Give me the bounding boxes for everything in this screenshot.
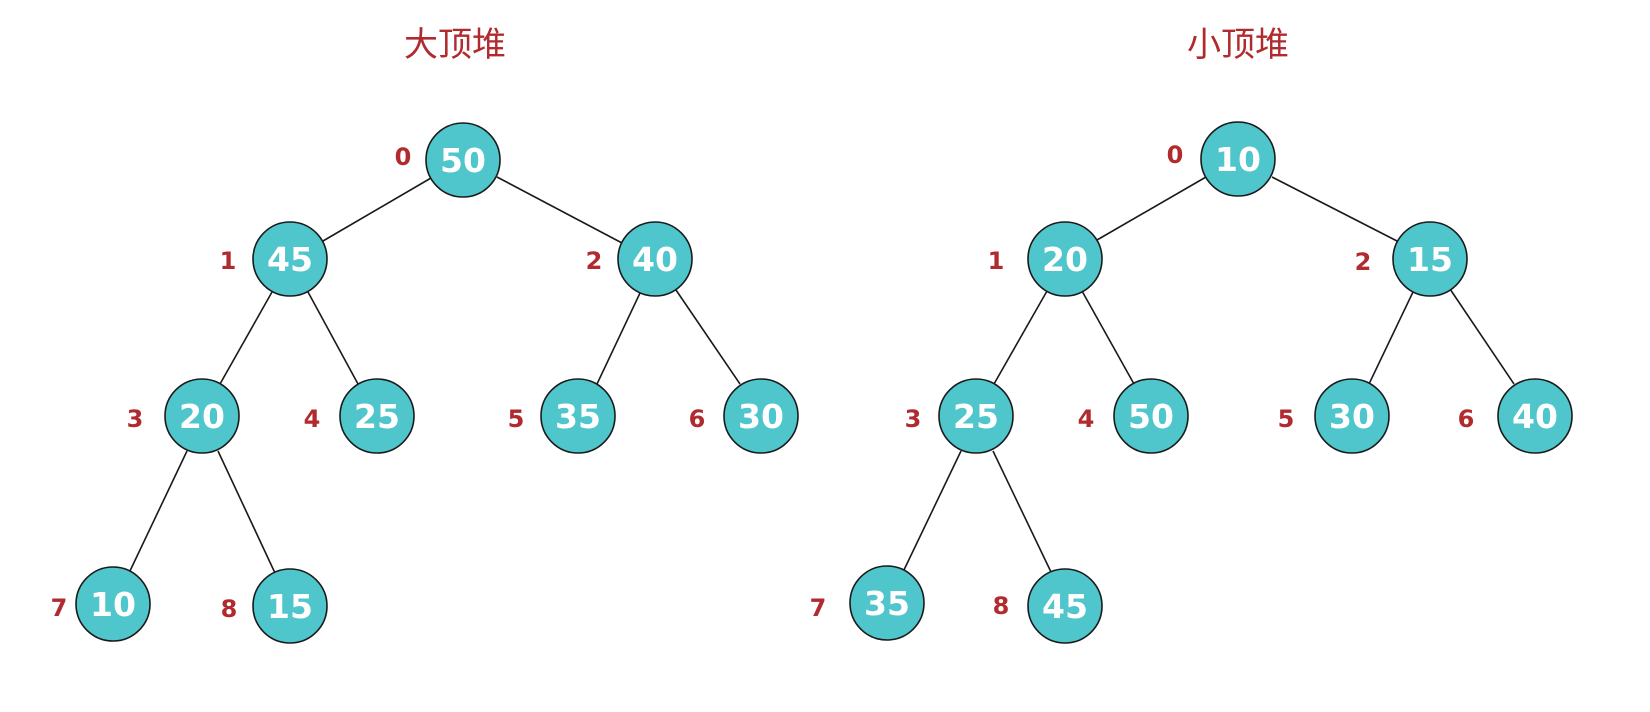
edge-0-1 [322, 177, 432, 242]
edge-1-4 [1081, 290, 1135, 385]
max-heap-title: 大顶堆 [404, 25, 506, 65]
node-value: 35 [864, 584, 910, 623]
heap-node: 25 3 [905, 378, 1014, 454]
heap-node: 20 1 [988, 221, 1103, 297]
heap-node: 10 0 [1167, 121, 1276, 197]
node-value: 30 [1329, 397, 1375, 436]
min-heap: 小顶堆 10 0 20 1 15 2 [810, 25, 1573, 644]
node-value: 40 [632, 240, 678, 279]
node-value: 25 [354, 397, 400, 436]
edge-0-2 [1271, 176, 1398, 242]
heap-node: 45 8 [993, 568, 1103, 644]
node-circle [339, 378, 415, 454]
heap-node: 30 5 [1278, 378, 1390, 454]
heap-node: 35 7 [810, 565, 925, 641]
edge-3-8 [217, 450, 276, 574]
min-heap-edges [902, 176, 1515, 573]
node-value: 45 [267, 240, 313, 279]
heap-node: 40 6 [1458, 378, 1573, 454]
node-index: 7 [810, 594, 827, 622]
node-circle [1314, 378, 1390, 454]
node-circle [1027, 221, 1103, 297]
node-value: 35 [555, 397, 601, 436]
heap-node: 15 8 [221, 568, 328, 644]
node-value: 20 [179, 397, 225, 436]
node-circle [75, 566, 151, 642]
edge-2-5 [1368, 291, 1414, 385]
max-heap-edges [128, 176, 741, 574]
node-index: 4 [1078, 405, 1095, 433]
node-index: 4 [304, 405, 321, 433]
heap-node: 50 4 [1078, 378, 1189, 454]
node-index: 6 [689, 405, 706, 433]
node-circle [1497, 378, 1573, 454]
edge-1-3 [993, 290, 1048, 385]
node-index: 2 [586, 247, 603, 275]
node-value: 40 [1512, 397, 1558, 436]
heap-node: 25 4 [304, 378, 415, 454]
node-circle [164, 378, 240, 454]
node-circle [849, 565, 925, 641]
edge-2-6 [675, 289, 741, 385]
min-heap-nodes: 10 0 20 1 15 2 25 3 50 4 [810, 121, 1573, 644]
node-index: 7 [51, 594, 68, 622]
node-value: 45 [1042, 587, 1088, 626]
node-index: 1 [220, 247, 237, 275]
node-index: 5 [1278, 405, 1295, 433]
node-value: 10 [1215, 140, 1261, 179]
edge-2-6 [1449, 288, 1515, 385]
edge-0-2 [496, 176, 623, 244]
node-circle [540, 378, 616, 454]
node-index: 2 [1355, 248, 1372, 276]
edge-3-7 [128, 450, 188, 574]
heap-node: 20 3 [127, 378, 240, 454]
edge-1-3 [219, 291, 273, 385]
node-circle [1113, 378, 1189, 454]
node-index: 0 [395, 143, 412, 171]
node-index: 3 [905, 405, 922, 433]
node-circle [617, 221, 693, 297]
node-value: 50 [1128, 397, 1174, 436]
node-value: 25 [953, 397, 999, 436]
node-value: 15 [267, 587, 313, 626]
node-value: 15 [1407, 240, 1453, 279]
node-index: 5 [508, 405, 525, 433]
edge-1-4 [307, 291, 359, 385]
node-index: 1 [988, 247, 1005, 275]
heap-node: 40 2 [586, 221, 693, 297]
max-heap-nodes: 50 0 45 1 40 2 20 3 25 4 [51, 122, 799, 644]
node-index: 6 [1458, 405, 1475, 433]
node-circle [252, 568, 328, 644]
node-index: 8 [993, 592, 1010, 620]
heap-node: 15 2 [1355, 221, 1468, 297]
node-circle [1200, 121, 1276, 197]
node-index: 3 [127, 405, 144, 433]
node-value: 10 [90, 585, 136, 624]
edge-3-8 [992, 450, 1052, 573]
node-value: 20 [1042, 240, 1088, 279]
node-index: 0 [1167, 141, 1184, 169]
node-value: 30 [738, 397, 784, 436]
edge-2-5 [596, 292, 641, 385]
node-circle [723, 378, 799, 454]
min-heap-title: 小顶堆 [1187, 25, 1289, 65]
node-value: 50 [440, 141, 486, 180]
edge-0-1 [1096, 176, 1207, 241]
heap-node: 50 0 [395, 122, 501, 198]
node-index: 8 [221, 595, 238, 623]
heap-node: 35 5 [508, 378, 616, 454]
heap-node: 45 1 [220, 221, 328, 297]
node-circle [1027, 568, 1103, 644]
node-circle [938, 378, 1014, 454]
heap-node: 30 6 [689, 378, 799, 454]
node-circle [252, 221, 328, 297]
heap-node: 10 7 [51, 566, 151, 642]
node-circle [425, 122, 501, 198]
edge-3-7 [902, 450, 962, 573]
max-heap: 大顶堆 50 0 45 1 40 2 [51, 25, 799, 644]
node-circle [1392, 221, 1468, 297]
